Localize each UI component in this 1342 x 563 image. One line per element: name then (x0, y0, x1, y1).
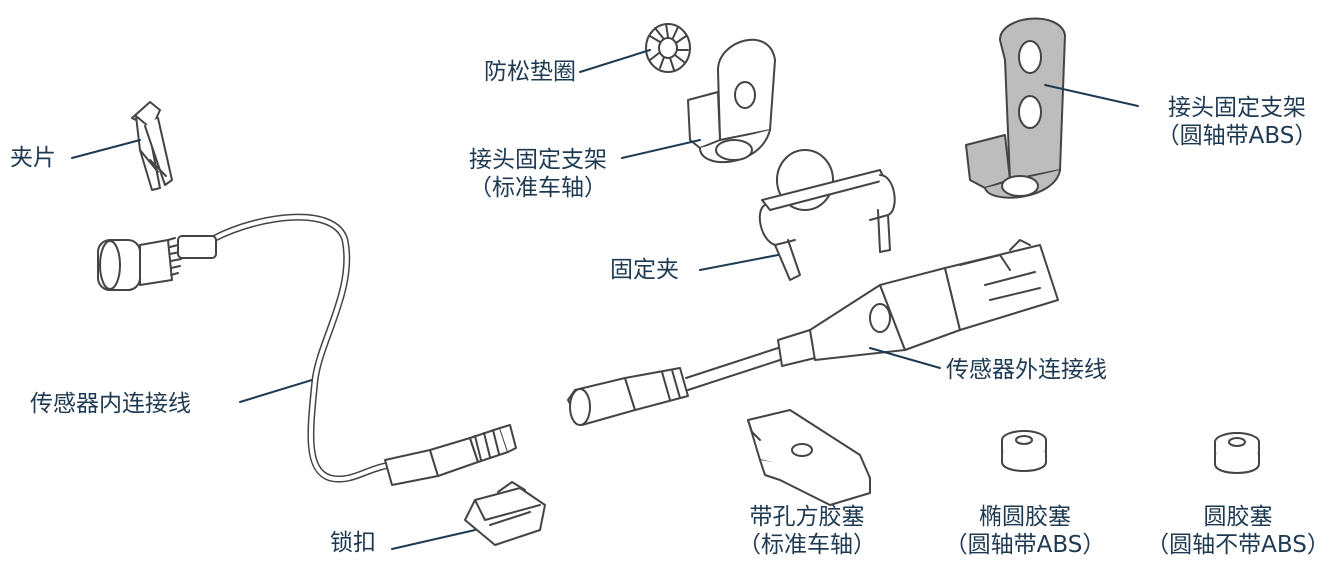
retaining-clip-part (758, 149, 896, 281)
label-clip: 夹片 (10, 145, 56, 171)
leader-bracket-abs (1044, 84, 1139, 107)
label-inner-cable: 传感器内连接线 (30, 391, 191, 417)
label-square-plug-line1: 带孔方胶塞 (749, 504, 865, 530)
label-square-plug: 带孔方胶塞 （标准车轴） (722, 503, 892, 559)
label-round-plug-line1: 圆胶塞 (1203, 504, 1273, 530)
clip-part (131, 101, 173, 191)
label-bracket-standard-line2: （标准车轴） (469, 175, 607, 201)
label-outer-cable: 传感器外连接线 (946, 357, 1107, 383)
washer-part (645, 23, 691, 73)
leader-inner-cable (239, 379, 313, 403)
leader-retaining-clip (699, 254, 779, 271)
label-round-plug: 圆胶塞 （圆轴不带ABS） (1140, 503, 1336, 559)
leader-lines (71, 49, 1139, 550)
round-plug-part (1214, 432, 1260, 474)
leader-bracket-standard (621, 139, 701, 159)
label-oval-plug-line1: 椭圆胶塞 (979, 504, 1071, 530)
label-anti-loose-washer: 防松垫圈 (484, 59, 576, 85)
square-plug-part (747, 409, 871, 506)
label-bracket-abs-line2: （圆轴带ABS） (1156, 123, 1318, 149)
lock-buckle-part (464, 481, 546, 546)
bracket-abs-part (965, 17, 1066, 199)
label-oval-plug: 椭圆胶塞 （圆轴带ABS） (940, 503, 1110, 559)
label-oval-plug-line2: （圆轴带ABS） (944, 532, 1106, 558)
inner-cable-part (97, 213, 517, 486)
label-square-plug-line2: （标准车轴） (738, 532, 876, 558)
label-bracket-standard-line1: 接头固定支架 (469, 147, 607, 173)
leader-outer-cable (869, 347, 941, 369)
label-round-plug-line2: （圆轴不带ABS） (1146, 532, 1330, 558)
outer-cable-part (567, 239, 1059, 426)
label-lock-buckle: 锁扣 (330, 530, 376, 556)
label-bracket-standard: 接头固定支架 （标准车轴） (458, 146, 618, 202)
label-retaining-clip: 固定夹 (610, 257, 679, 283)
bracket-standard-part (687, 38, 776, 164)
leader-washer (579, 49, 651, 73)
leader-lock-buckle (391, 529, 476, 550)
leader-clip (71, 139, 141, 159)
label-bracket-abs-line1: 接头固定支架 (1168, 95, 1306, 121)
label-bracket-abs: 接头固定支架 （圆轴带ABS） (1142, 94, 1332, 150)
oval-plug-part (1001, 430, 1047, 472)
